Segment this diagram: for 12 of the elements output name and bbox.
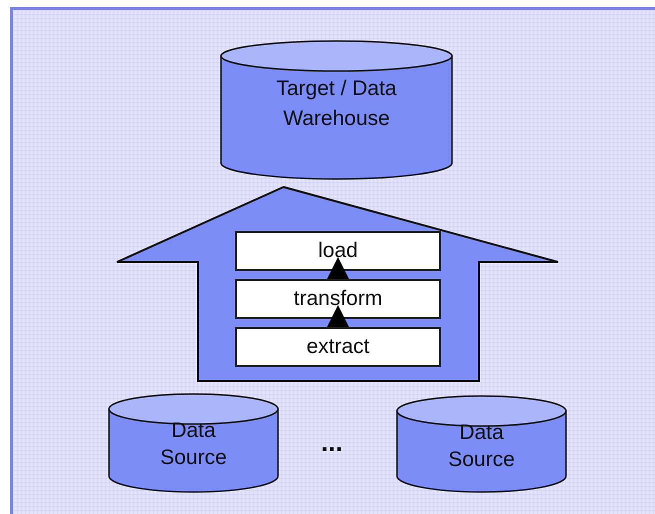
node-label: extract xyxy=(306,335,370,359)
process-box xyxy=(235,231,441,271)
process-box xyxy=(235,327,441,367)
node-label: Data Source xyxy=(160,419,227,469)
arrow xyxy=(327,305,349,327)
arrow xyxy=(327,257,349,279)
node-label: load xyxy=(318,239,358,263)
node-label: Target / Data Warehouse xyxy=(276,77,397,130)
node-label: Data Source xyxy=(448,421,515,471)
ellipsis-label: ... xyxy=(321,427,343,458)
process-box xyxy=(235,279,441,319)
node-label: transform xyxy=(294,287,382,311)
